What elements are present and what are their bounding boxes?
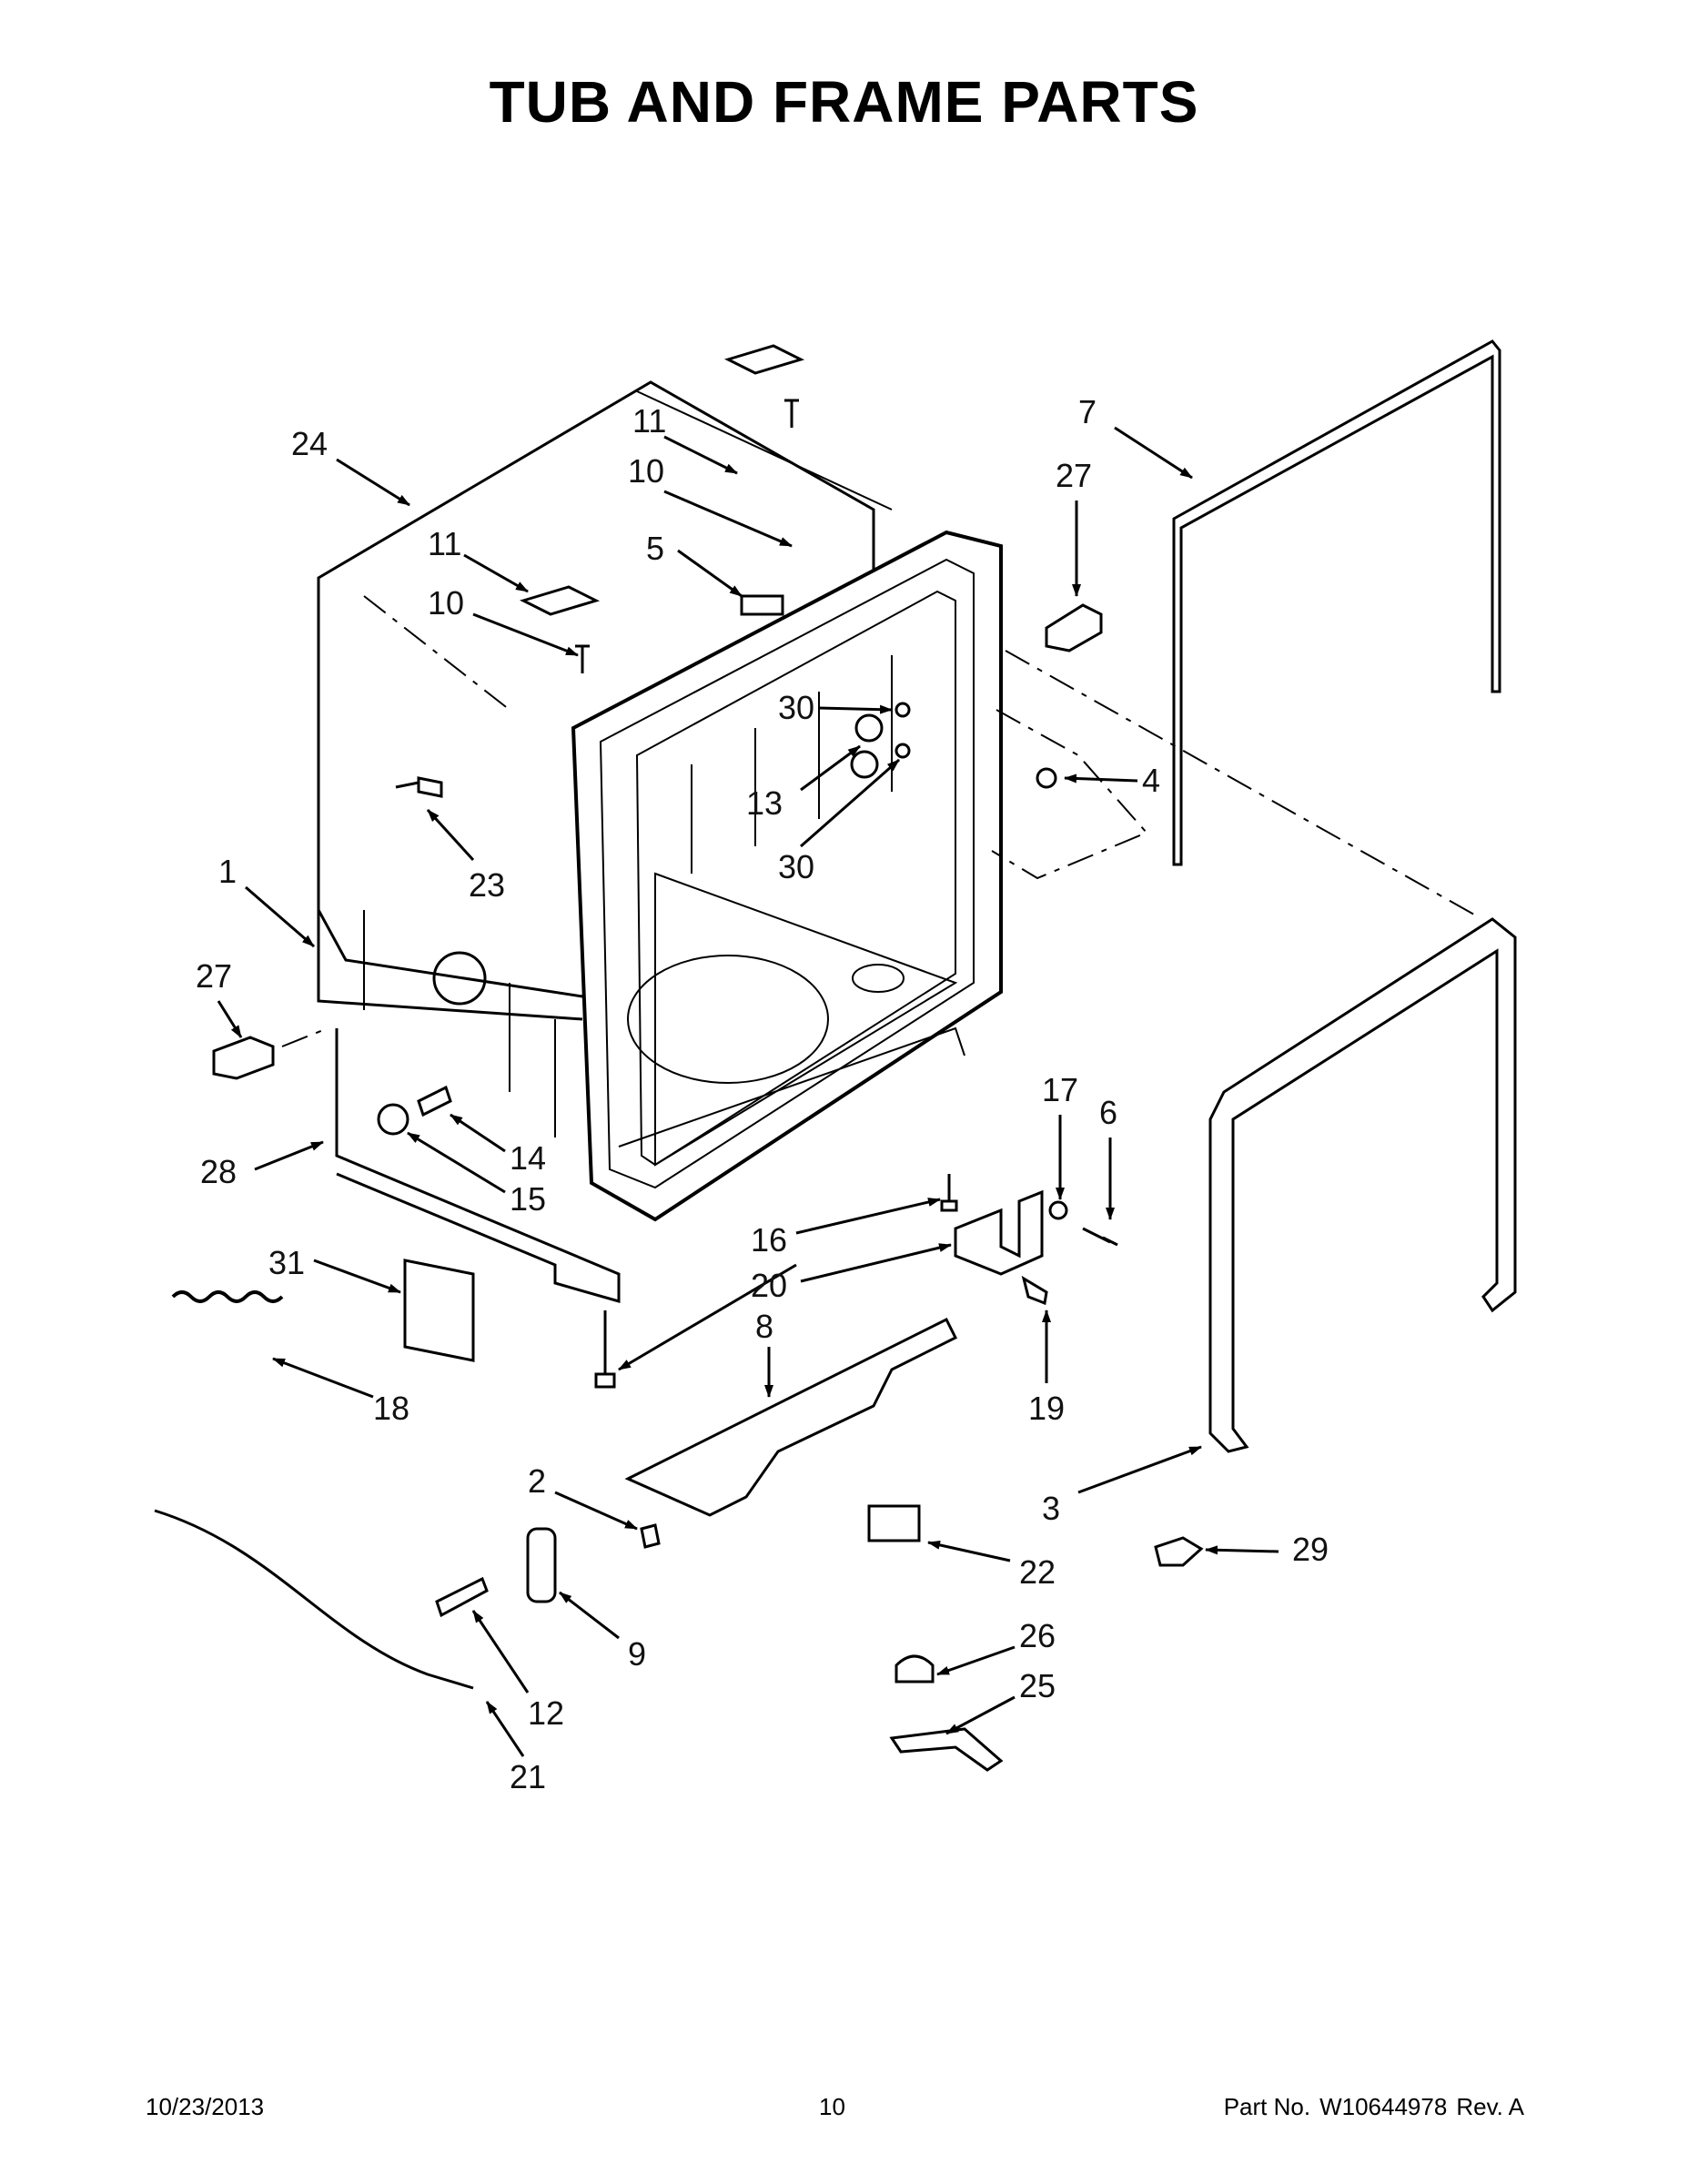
callout-9: 9	[628, 1635, 646, 1673]
callout-6: 6	[1099, 1094, 1117, 1131]
callout-23: 23	[469, 866, 505, 904]
bracket-20	[954, 1189, 1044, 1276]
callout-22: 22	[1019, 1553, 1056, 1591]
retainer-ring	[1036, 767, 1057, 789]
grommet-lower	[895, 743, 911, 759]
callout-15: 15	[510, 1180, 546, 1218]
screw-19	[1021, 1275, 1048, 1306]
leveling-leg-right	[940, 1174, 958, 1212]
washer-17	[1048, 1200, 1068, 1220]
tub-gasket-3	[1208, 917, 1517, 1453]
bracket-25	[889, 1727, 1004, 1772]
grommet-upper	[895, 702, 911, 718]
clip-29	[1154, 1536, 1204, 1567]
tub-bracket	[740, 594, 784, 616]
footer-part-number: W10644978	[1319, 2093, 1448, 2120]
footer-page-number: 10	[819, 2093, 845, 2120]
callout-16: 16	[751, 1221, 787, 1259]
callout-11: 11	[632, 402, 666, 440]
label-31	[403, 1259, 475, 1362]
callout-21: 21	[510, 1758, 546, 1795]
clip-upper	[1045, 603, 1103, 652]
cap-15	[377, 1103, 409, 1136]
connector-22	[867, 1504, 921, 1542]
callout-labels: 24 11 10 5 11 10 7 27 30 13 30 4 23 1 27…	[196, 393, 1329, 1795]
tub-assembly	[317, 380, 1003, 1303]
footer-date: 10/23/2013	[146, 2093, 265, 2120]
callout-1: 1	[218, 853, 237, 890]
callout-4: 4	[1142, 762, 1160, 799]
callout-30: 30	[778, 689, 814, 726]
hinge-bracket-lower	[519, 585, 601, 616]
hinge-bracket-upper	[723, 344, 805, 375]
footer-revision: Rev. A	[1456, 2093, 1524, 2120]
nut-2	[640, 1523, 661, 1549]
seal-upper	[854, 713, 884, 743]
callout-26: 26	[1019, 1617, 1056, 1654]
callout-31: 31	[268, 1244, 305, 1281]
screw-upper	[784, 399, 799, 428]
door-gasket-strip	[1172, 339, 1501, 866]
callout-3: 3	[1042, 1490, 1060, 1527]
callout-14: 14	[510, 1139, 546, 1177]
page-title: TUB AND FRAME PARTS	[489, 69, 1199, 135]
screw-14	[417, 1085, 452, 1117]
clip-lower	[212, 1036, 275, 1080]
callout-2: 2	[528, 1462, 546, 1500]
leveling-leg-left	[594, 1310, 616, 1389]
sensor-26	[895, 1654, 935, 1684]
spring-18	[171, 1290, 284, 1303]
callout-24: 24	[291, 425, 328, 462]
seal-lower	[850, 750, 879, 779]
callout-8: 8	[755, 1308, 773, 1345]
callout-18: 18	[373, 1390, 409, 1427]
callout-27: 27	[196, 957, 232, 995]
callout-30: 30	[778, 848, 814, 885]
callout-5: 5	[646, 530, 664, 567]
cable-21	[154, 1509, 474, 1690]
footer-part-label: Part No.	[1223, 2093, 1311, 2120]
bolt-23	[395, 776, 443, 798]
screw-6	[1082, 1227, 1118, 1247]
callout-12: 12	[528, 1694, 564, 1732]
callout-7: 7	[1078, 393, 1097, 430]
callout-10: 10	[628, 452, 664, 490]
callout-29: 29	[1292, 1531, 1329, 1568]
leader-arrows	[217, 426, 1279, 1757]
callout-10: 10	[428, 584, 464, 622]
footer-part-info: Part No. W10644978 Rev. A	[1215, 2093, 1524, 2121]
callout-28: 28	[200, 1153, 237, 1190]
callout-27: 27	[1056, 457, 1092, 494]
valve-9	[526, 1527, 557, 1603]
callout-19: 19	[1028, 1390, 1065, 1427]
screw-lower	[575, 644, 590, 673]
loose-parts	[154, 339, 1517, 1772]
screw-12	[435, 1576, 489, 1618]
callout-20: 20	[751, 1267, 787, 1304]
callout-17: 17	[1042, 1071, 1078, 1108]
callout-25: 25	[1019, 1667, 1056, 1704]
callout-13: 13	[746, 784, 783, 822]
alignment-lines	[281, 595, 1475, 1047]
base-cover-8	[624, 1317, 958, 1517]
callout-11: 11	[428, 525, 461, 562]
